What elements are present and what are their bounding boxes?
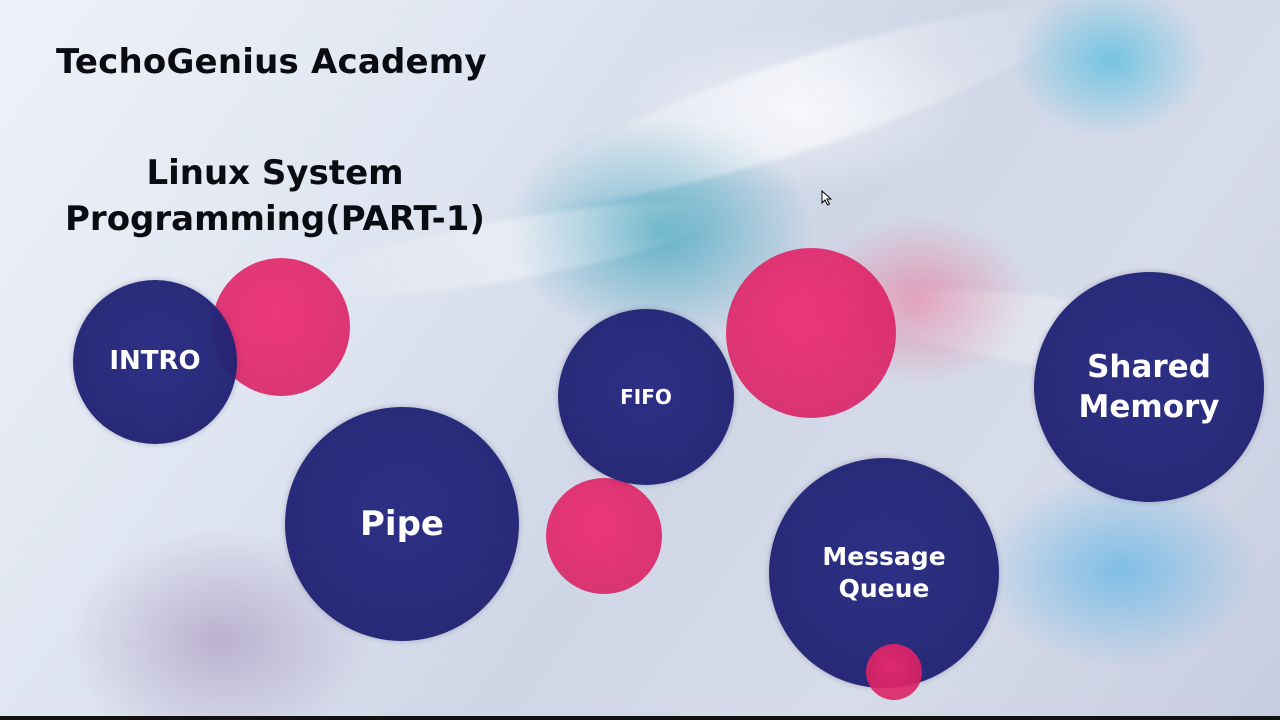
decorative-pink-circle [866,644,922,700]
course-title-line-1: Linux System [146,153,404,193]
topic-intro-bubble[interactable]: INTRO [73,280,237,444]
topic-message-queue-label-line-1: Message [822,541,946,571]
decorative-pink-circle [726,248,896,418]
topic-fifo-label: FIFO [620,385,672,409]
background-glass-streak [519,0,1081,235]
topic-shared-memory-bubble[interactable]: Shared Memory [1034,272,1264,502]
topic-intro-label: INTRO [109,346,201,377]
topic-shared-memory-label-line-2: Memory [1078,389,1220,425]
topic-shared-memory-label-line-1: Shared [1087,348,1211,385]
bottom-border [0,716,1280,720]
topic-fifo-bubble[interactable]: FIFO [558,309,734,485]
decorative-pink-circle [546,478,662,594]
academy-title: TechoGenius Academy [56,42,487,82]
topic-message-queue-label-line-2: Queue [838,574,930,603]
mouse-cursor-icon [821,190,833,206]
topic-pipe-label: Pipe [360,503,444,544]
topic-pipe-bubble[interactable]: Pipe [285,407,519,641]
course-title-line-2: Programming(PART-1) [65,199,485,239]
topic-message-queue-bubble[interactable]: Message Queue [769,458,999,688]
course-title: Linux System Programming(PART-1) [40,150,510,242]
